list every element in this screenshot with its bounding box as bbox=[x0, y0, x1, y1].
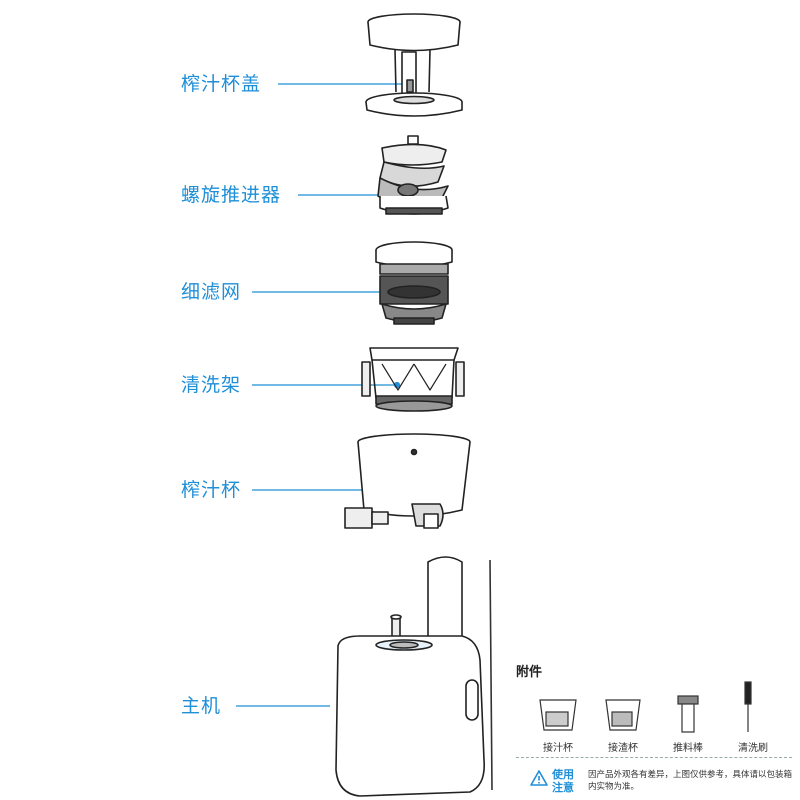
accessory-icons bbox=[539, 681, 752, 733]
lid-drawing bbox=[365, 13, 463, 117]
accessory-label-pulp-cup: 接渣杯 bbox=[608, 743, 638, 754]
notice-heading: 使用 注意 bbox=[552, 768, 574, 794]
notice-divider bbox=[516, 757, 792, 758]
notice-text: 因产品外观各有差异，上图仅供参考，具体请以包装箱内实物为准。 bbox=[588, 770, 793, 792]
brush-icon bbox=[744, 681, 752, 732]
label-lid: 榨汁杯盖 bbox=[181, 73, 262, 95]
accessories-title: 附件 bbox=[516, 665, 543, 680]
label-rack: 清洗架 bbox=[181, 374, 242, 396]
label-bowl: 榨汁杯 bbox=[181, 479, 242, 501]
rack-drawing bbox=[361, 347, 465, 412]
filter-drawing bbox=[375, 241, 453, 325]
pusher-icon bbox=[677, 695, 699, 733]
base-drawing bbox=[335, 556, 493, 797]
juice-cup-icon bbox=[539, 699, 577, 731]
accessory-label-juice-cup: 接汁杯 bbox=[543, 743, 573, 754]
accessory-label-pusher: 推料棒 bbox=[673, 743, 703, 754]
label-base: 主机 bbox=[181, 695, 222, 717]
warning-icon bbox=[530, 770, 548, 786]
bowl-drawing bbox=[344, 433, 471, 529]
pulp-cup-icon bbox=[605, 699, 641, 731]
label-filter: 细滤网 bbox=[181, 281, 242, 303]
label-auger: 螺旋推进器 bbox=[181, 184, 282, 206]
auger-drawing bbox=[377, 135, 449, 215]
accessory-label-brush: 清洗刷 bbox=[738, 743, 768, 754]
